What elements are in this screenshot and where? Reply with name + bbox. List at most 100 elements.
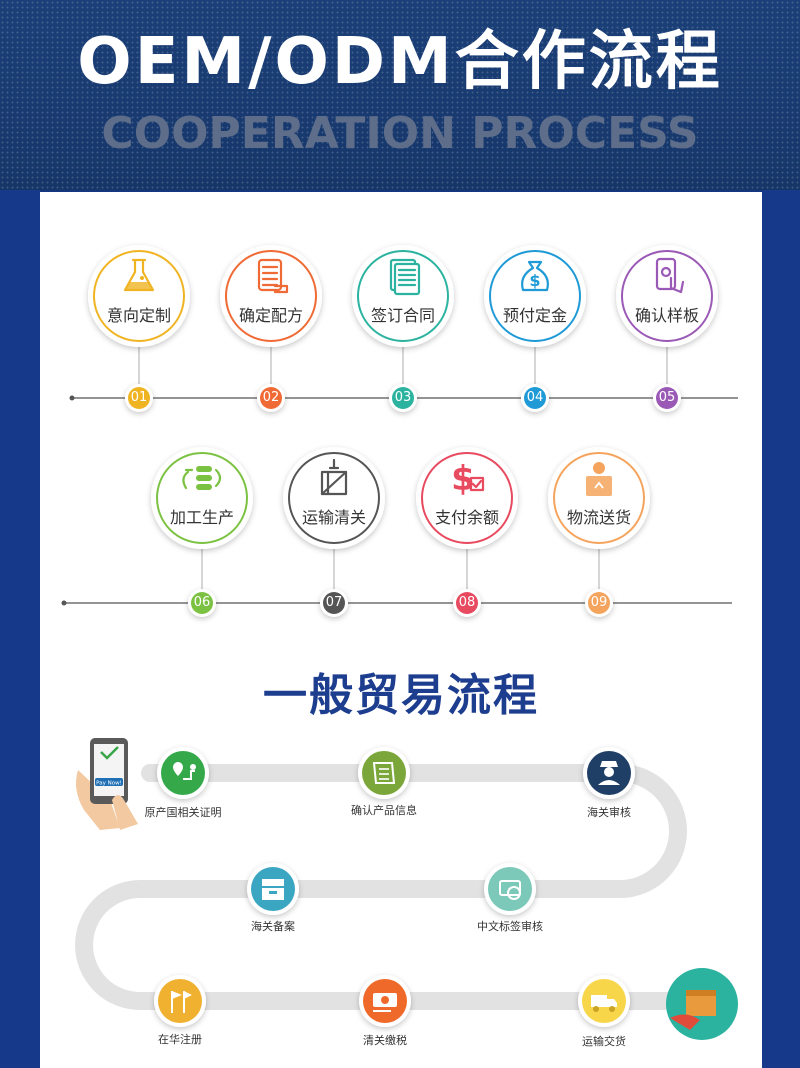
oem-step-4: $ [484,245,586,412]
step-number-9: 09 [590,595,608,610]
header-banner: OEM/ODM合作流程 COOPERATION PROCESS [0,0,800,190]
trade-step-label-2: 确认产品信息 [351,804,417,817]
step-ring-outer [484,245,586,347]
flags-icon [171,991,192,1013]
step-ring-outer [416,447,518,549]
step-number-1: 01 [130,390,148,405]
frame-right [762,190,800,1068]
step-number-dot [191,592,213,614]
step-label-7: 运输清关 [301,508,366,527]
trade-track [75,764,699,1010]
step-ring-outer [352,245,454,347]
finger-shape [112,795,138,830]
step-number-7: 07 [325,595,343,610]
phone-checkmark-icon: Pay Now! [76,738,138,830]
certificate-icon [372,762,396,784]
oem-step-2 [220,245,322,412]
step-ring-outer [220,245,322,347]
contract-document-icon [389,258,421,296]
step-number-5: 05 [658,390,676,405]
formula-scroll-icon [257,258,289,294]
step-ring [421,452,513,544]
package-hand-icon [666,968,738,1040]
oem-step-5 [616,245,718,412]
flask-icon [123,258,155,292]
step-ring [225,250,317,342]
trade-step-4 [484,863,536,915]
step-number-dot [128,387,150,409]
money-bag-icon: $ [521,260,549,292]
trade-step-6 [154,975,206,1027]
step-label-9: 物流送货 [566,508,631,527]
trade-step-7 [359,975,411,1027]
pay-badge-text: Pay Now! [96,781,122,787]
page-title: OEM/ODM合作流程 [77,25,723,99]
filing-box-icon [262,879,284,900]
delivery-person-icon [586,462,612,496]
trade-step-1 [157,747,209,799]
step-ring [621,250,713,342]
pay-badge [95,778,123,786]
trade-step-dot [362,751,406,795]
trade-step-label-3: 海关审核 [587,806,631,819]
trade-step-label-4: 中文标签审核 [477,920,543,933]
step-ring-outer [283,447,385,549]
trade-step-label-7: 清关缴税 [363,1034,407,1047]
delivery-truck-icon [591,995,617,1012]
svg-text:$: $ [529,271,540,290]
package-lid [686,990,716,996]
svg-text:$: $ [451,459,475,499]
trade-step-8 [578,975,630,1027]
timeline-start-dot [69,395,75,401]
trade-step-5 [247,863,299,915]
step-number-3: 03 [394,390,412,405]
step-number-8: 08 [458,595,476,610]
step-ring-outer [548,447,650,549]
step-ring [553,452,645,544]
step-ring-outer [151,447,253,549]
step-number-dot [260,387,282,409]
step-label-1: 意向定制 [106,306,171,325]
cash-payment-icon [373,993,397,1012]
label-check-icon [499,880,521,900]
oem-step-8: $ [416,447,518,617]
step-number-dot [392,387,414,409]
oem-step-3 [352,245,454,412]
step-label-6: 加工生产 [169,508,234,527]
phone-touch-icon [655,257,685,294]
trade-step-dot [158,979,202,1023]
step-ring [489,250,581,342]
trade-step-3 [583,747,635,799]
customs-officer-icon [598,761,620,785]
step-label-2: 确定配方 [238,306,303,325]
cargo-crate-icon [320,458,348,496]
phone-screen [94,744,124,796]
oem-step-9 [548,447,650,617]
step-ring [357,250,449,342]
timeline-start-dot [61,600,67,606]
page-subtitle: COOPERATION PROCESS [101,108,699,159]
step-number-6: 06 [193,595,211,610]
step-number-dot [588,592,610,614]
step-ring [288,452,380,544]
trade-step-label-5: 海关备案 [251,920,295,933]
step-number-dot [656,387,678,409]
step-ring [93,250,185,342]
step-ring [156,452,248,544]
oem-step-6 [151,447,253,617]
header-texture [0,0,800,190]
step-label-4: 预付定金 [502,306,567,325]
location-map-icon [173,762,196,780]
trade-step-dot [161,751,205,795]
frame-left [0,190,40,1068]
oem-step-1 [88,245,190,412]
step-ring-outer [616,245,718,347]
step-label-3: 签订合同 [370,306,435,325]
trade-step-label-1: 原产国相关证明 [144,806,222,819]
step-number-dot [524,387,546,409]
step-ring-outer [88,245,190,347]
step-number-dot [323,592,345,614]
dollar-check-icon: $ [451,459,485,499]
hand-sleeve [670,1014,700,1030]
